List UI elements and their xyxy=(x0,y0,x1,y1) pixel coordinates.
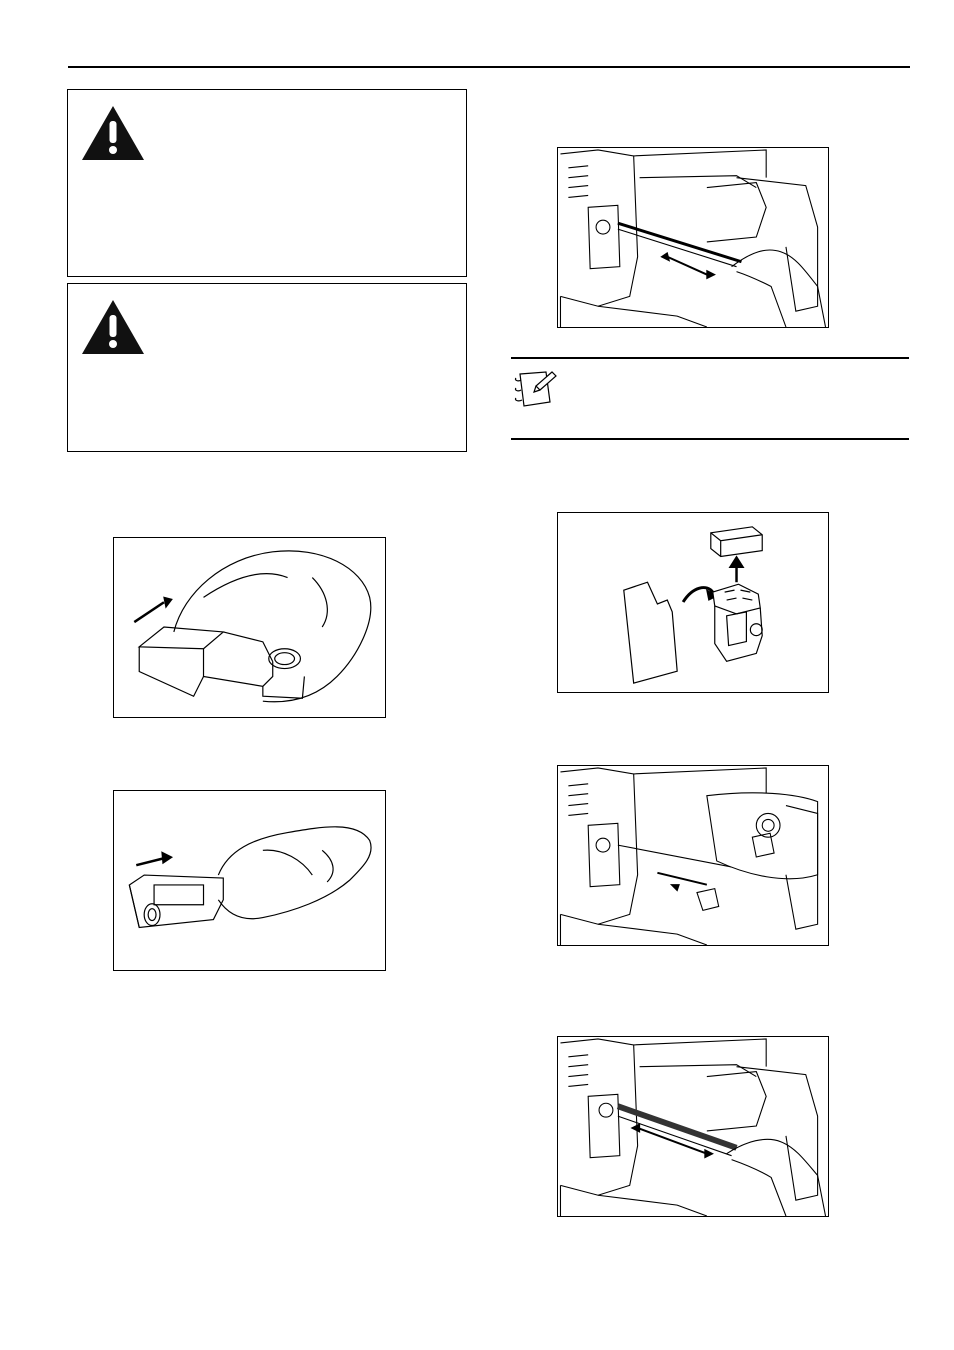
figure-insert-waste-toner-box xyxy=(557,765,829,946)
figure-toner-cartridge-in-bag xyxy=(113,537,386,718)
figure-cap-waste-toner-box xyxy=(557,512,829,693)
figure-waste-toner-box-in-bag xyxy=(113,790,386,971)
header-rule xyxy=(68,66,910,68)
notepad-pencil-icon xyxy=(512,368,558,414)
note-bottom-rule xyxy=(511,438,909,440)
note-top-rule xyxy=(511,357,909,359)
warning-triangle-icon xyxy=(80,298,146,356)
figure-clean-charger-with-rod xyxy=(557,1036,829,1217)
warning-triangle-icon xyxy=(80,104,146,162)
warning-box-1 xyxy=(67,89,467,277)
figure-pull-out-cleaning-rod xyxy=(557,147,829,328)
warning-box-2 xyxy=(67,283,467,452)
